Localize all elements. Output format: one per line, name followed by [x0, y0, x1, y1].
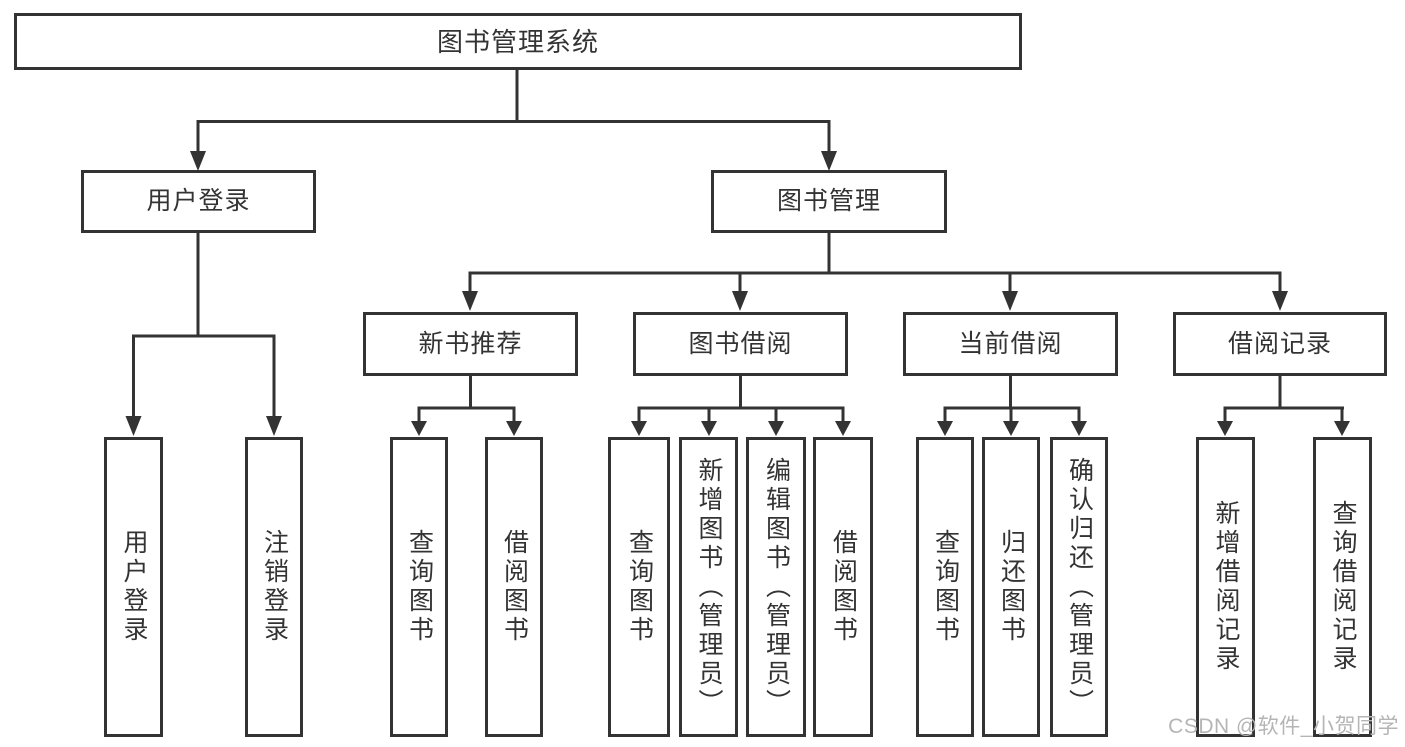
arrow-head-icon	[125, 416, 142, 436]
arrow-head-icon	[1217, 421, 1233, 436]
arrow-head-icon	[1002, 291, 1018, 311]
arrow-head-icon	[190, 151, 206, 171]
arrow-head-icon	[1003, 421, 1019, 436]
arrow-head-icon	[266, 416, 282, 436]
arrow-head-icon	[631, 421, 647, 436]
leaf-query-books-current: 查询图书	[916, 437, 974, 737]
leaf-query-borrow-record: 查询借阅记录	[1313, 437, 1372, 737]
leaf-return-books: 归还图书	[982, 437, 1040, 737]
leaf-borrow-books-recommend: 借阅图书	[485, 437, 543, 737]
arrow-head-icon	[411, 421, 427, 436]
leaf-user-login: 用户登录	[104, 437, 163, 737]
arrow-head-icon	[506, 421, 522, 436]
arrow-head-icon	[821, 151, 837, 171]
arrow-head-icon	[835, 421, 851, 436]
arrow-head-icon	[768, 421, 784, 436]
arrow-head-icon	[1272, 291, 1288, 311]
leaf-add-books-admin: 新增图书（管理员）	[679, 437, 738, 737]
arrow-head-icon	[732, 291, 748, 311]
arrow-head-icon	[1071, 421, 1087, 436]
leaf-add-borrow-record: 新增借阅记录	[1196, 437, 1255, 737]
leaf-confirm-return-admin: 确认归还（管理员）	[1050, 437, 1108, 737]
leaf-logout: 注销登录	[245, 437, 303, 737]
node-new-book-recommend: 新书推荐	[363, 312, 578, 376]
arrow-head-icon	[462, 291, 478, 311]
node-book-borrowing: 图书借阅	[633, 312, 848, 376]
node-borrow-records: 借阅记录	[1173, 312, 1387, 376]
arrow-head-icon	[937, 421, 953, 436]
node-library-system: 图书管理系统	[14, 13, 1022, 70]
arrow-head-icon	[1334, 421, 1350, 436]
leaf-query-books-borrowing: 查询图书	[608, 437, 670, 737]
watermark: CSDN @软件_小贺同学	[1168, 715, 1399, 738]
leaf-borrow-books-borrowing: 借阅图书	[813, 437, 873, 737]
node-book-management: 图书管理	[711, 170, 947, 233]
leaf-query-books-recommend: 查询图书	[390, 437, 448, 737]
arrow-head-icon	[701, 421, 717, 436]
node-user-login: 用户登录	[81, 170, 316, 233]
leaf-edit-books-admin: 编辑图书（管理员）	[746, 437, 806, 737]
node-current-borrowing: 当前借阅	[903, 312, 1118, 376]
